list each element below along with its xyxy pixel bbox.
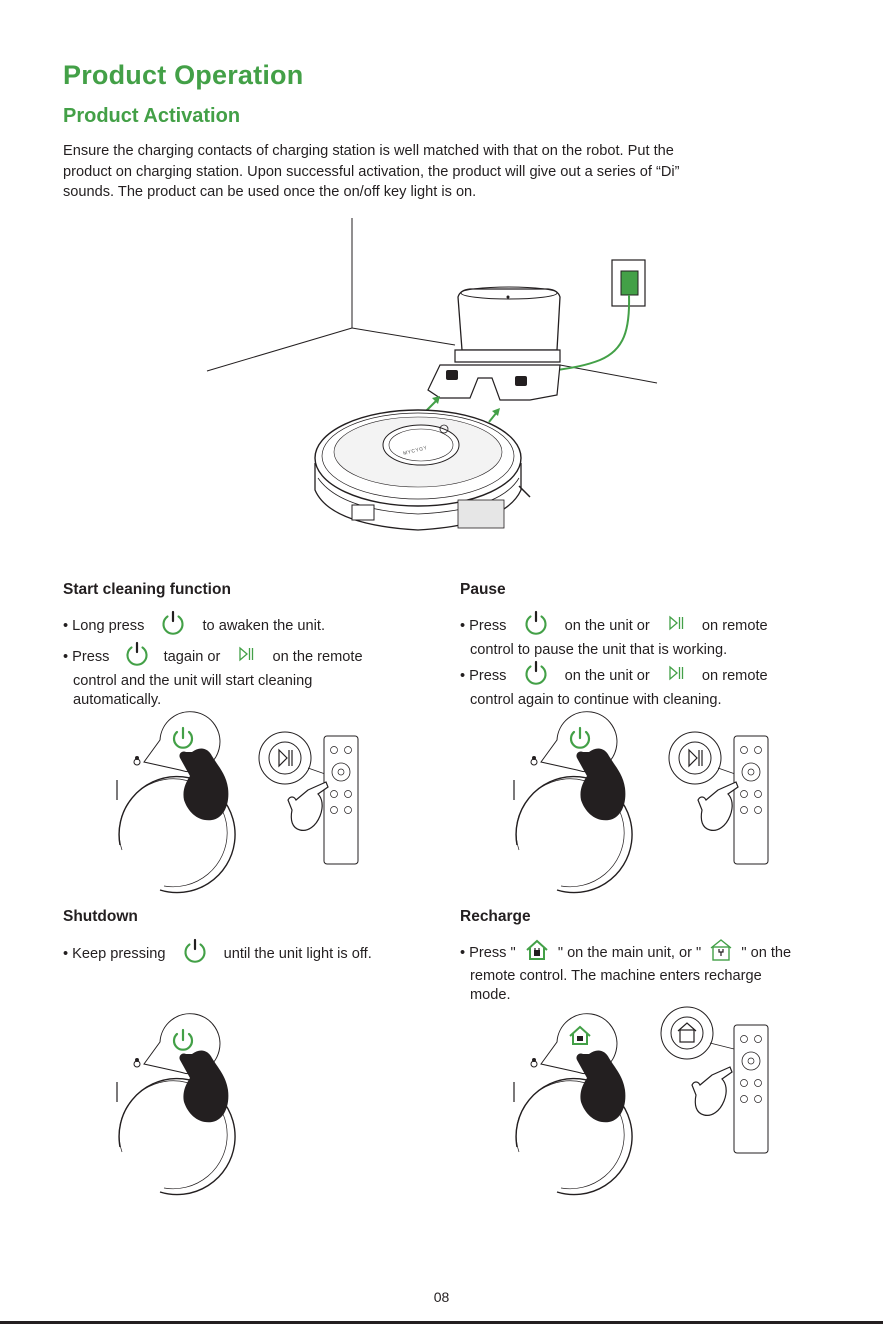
power-icon bbox=[124, 641, 150, 672]
recharge-bullet-1: • Press " " on the main unit, or " " on … bbox=[460, 939, 860, 1005]
intro-line: sounds. The product can be used once the… bbox=[63, 184, 477, 200]
start-remote-illustration bbox=[258, 731, 359, 865]
pause-remote-illustration bbox=[668, 731, 769, 865]
start-bullet-1: • Long press to awaken the unit. bbox=[63, 610, 325, 641]
section-title-recharge: Recharge bbox=[460, 908, 531, 925]
page-number: 08 bbox=[433, 1289, 450, 1305]
pause-bullet-1: • Press on the unit or on remote control… bbox=[460, 610, 840, 660]
charging-station bbox=[427, 286, 561, 401]
recharge-robot-illustration bbox=[513, 1013, 633, 1196]
section-title-start: Start cleaning function bbox=[63, 581, 231, 598]
start-bullet-2: • Press tagain or on the remote control … bbox=[63, 641, 403, 710]
pause-robot-illustration bbox=[513, 711, 633, 894]
power-icon bbox=[523, 660, 549, 691]
bottom-rule bbox=[0, 1321, 883, 1324]
section-illustrations bbox=[116, 711, 769, 1196]
page-title: Product Operation bbox=[63, 60, 304, 90]
recharge-remote-illustration bbox=[660, 1006, 769, 1154]
section-title-pause: Pause bbox=[460, 581, 506, 598]
power-icon bbox=[182, 938, 208, 969]
power-icon bbox=[523, 610, 549, 641]
play-pause-icon bbox=[238, 646, 254, 668]
start-robot-illustration bbox=[116, 711, 236, 894]
section-title-shutdown: Shutdown bbox=[63, 908, 138, 925]
intro-line: Ensure the charging contacts of charging… bbox=[63, 143, 674, 159]
activation-illustration bbox=[206, 218, 658, 531]
insert-arrow-icon bbox=[425, 396, 500, 423]
play-pause-icon bbox=[668, 665, 684, 687]
shutdown-bullet-1: • Keep pressing until the unit light is … bbox=[63, 938, 372, 969]
shutdown-robot-illustration bbox=[116, 1013, 236, 1196]
intro-paragraph: Ensure the charging contacts of charging… bbox=[63, 141, 803, 203]
intro-line: product on charging station. Upon succes… bbox=[63, 163, 680, 180]
remote-home-icon bbox=[709, 939, 733, 967]
play-pause-icon bbox=[668, 615, 684, 637]
power-icon bbox=[160, 610, 186, 641]
pause-bullet-2: • Press on the unit or on remote control… bbox=[460, 660, 840, 710]
home-charge-icon bbox=[524, 939, 550, 967]
section-title-activation: Product Activation bbox=[63, 105, 241, 127]
robot-vacuum bbox=[314, 409, 531, 531]
